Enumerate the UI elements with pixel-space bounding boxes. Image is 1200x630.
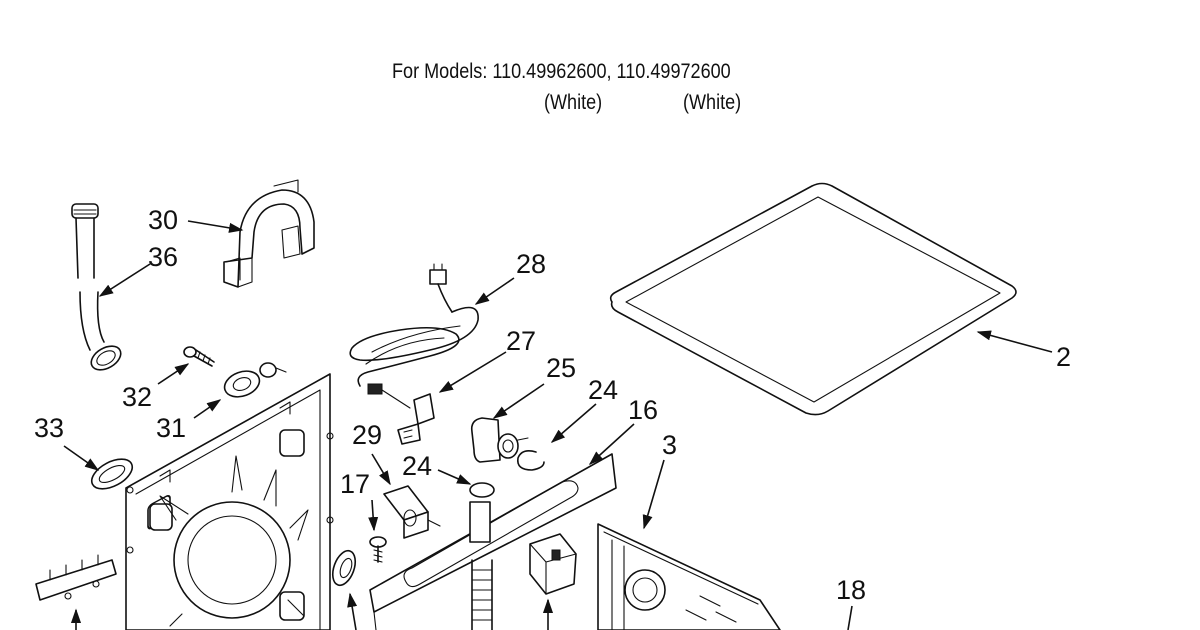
- part-28-power-cord: [349, 263, 479, 409]
- callout-24-lower: 24: [402, 451, 432, 481]
- part-hose-section: [469, 501, 493, 630]
- rear-panel: [125, 373, 334, 630]
- callout-25: 25: [546, 353, 576, 383]
- callout-3: 3: [662, 430, 677, 460]
- part-36-drain-hose: [71, 203, 122, 371]
- callout-27: 27: [506, 326, 536, 356]
- part-30-hose-bracket: [223, 179, 315, 288]
- part-32-screw: [183, 346, 215, 367]
- part-16-console-bracket: [369, 453, 617, 630]
- part-3-control-console: [597, 523, 781, 630]
- callout-numbers: 30 36 28 2 27 25 24 16 32 31 33 29 24 3 …: [34, 205, 1071, 605]
- callout-36: 36: [148, 242, 178, 272]
- callout-29: 29: [352, 420, 382, 450]
- callout-32: 32: [122, 382, 152, 412]
- part-2-gasket: [609, 182, 1017, 416]
- part-33-grommet: [90, 458, 134, 490]
- model-color-2: (White): [683, 91, 742, 114]
- part-knob: [331, 549, 357, 587]
- callout-24-upper: 24: [588, 375, 618, 405]
- callout-28: 28: [516, 249, 546, 279]
- part-24-clamp-upper: [516, 450, 545, 471]
- callout-16: 16: [628, 395, 658, 425]
- part-switch: [529, 533, 577, 595]
- leader-lines: [63, 220, 1053, 630]
- part-27-terminal-block: [397, 393, 435, 445]
- model-color-1: (White): [544, 91, 603, 114]
- part-rack: [35, 554, 117, 601]
- part-25-inlet-elbow: [470, 417, 529, 463]
- callout-33: 33: [34, 413, 64, 443]
- part-29-bracket: [383, 485, 441, 539]
- part-31-clip: [223, 362, 287, 398]
- callout-31: 31: [156, 413, 186, 443]
- part-17-screw: [369, 536, 387, 563]
- callout-2: 2: [1056, 342, 1071, 372]
- part-24-clamp-lower: [469, 482, 495, 498]
- callout-18: 18: [836, 575, 866, 605]
- models-heading: For Models: 110.49962600, 110.49972600: [392, 60, 731, 83]
- callout-30: 30: [148, 205, 178, 235]
- callout-17: 17: [340, 469, 370, 499]
